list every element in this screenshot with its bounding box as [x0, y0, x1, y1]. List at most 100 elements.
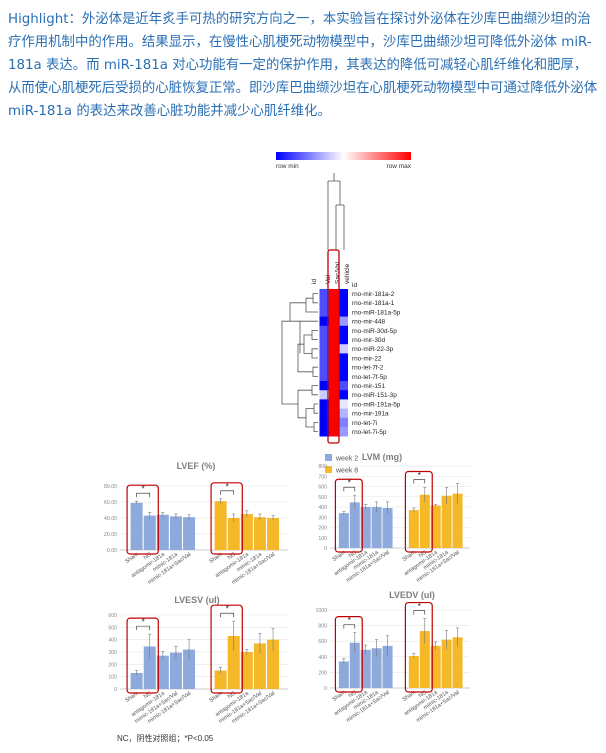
color-scale-bar	[276, 152, 411, 160]
bar	[169, 652, 182, 689]
heatmap-cell	[319, 335, 329, 345]
bar	[143, 646, 156, 689]
column-label-1: Sac/Val	[335, 262, 342, 284]
heatmap-cell	[329, 417, 339, 428]
significance-star: *	[418, 602, 421, 611]
bar	[371, 648, 382, 688]
heatmap-cell	[319, 427, 329, 437]
bar	[338, 513, 349, 548]
heatmap-cell	[319, 325, 329, 336]
significance-box	[126, 617, 159, 694]
heatmap-cell	[319, 298, 329, 308]
significance-bracket	[220, 612, 235, 618]
y-tick-label: 300	[108, 650, 117, 656]
chart-title: LVM (mg)	[362, 452, 402, 462]
bar	[452, 493, 463, 548]
heatmap-cell	[338, 390, 348, 400]
bar	[419, 631, 430, 688]
significance-star: *	[226, 605, 229, 614]
bar	[382, 508, 393, 548]
column-header-id: id	[311, 279, 318, 284]
heatmap-cell	[319, 399, 329, 409]
row-label: rno-mir-22	[352, 355, 382, 362]
heatmap-cell	[319, 390, 329, 400]
bar	[419, 494, 430, 548]
category-label: NC	[348, 690, 358, 700]
legend-swatch	[325, 454, 332, 461]
y-tick-label: 400	[318, 655, 327, 661]
significance-box	[210, 604, 243, 694]
significance-bracket	[343, 486, 356, 492]
heatmap-cell	[319, 371, 329, 382]
row-label: rno-mir-448	[352, 319, 385, 326]
highlight-paragraph: Highlight：外泌体是近年炙手可热的研究方向之一，本实验旨在探讨外泌体在沙…	[8, 12, 598, 119]
heatmap-cell	[319, 381, 329, 391]
significance-box	[126, 484, 159, 555]
heatmap-cell	[329, 289, 339, 299]
heatmap-cell	[329, 399, 339, 409]
heatmap-cell	[329, 344, 339, 354]
heatmap-cell	[338, 353, 348, 363]
category-label: NC	[227, 691, 237, 701]
bar	[156, 514, 169, 550]
y-tick-label: 300	[318, 515, 327, 521]
rows-header-id: id	[352, 282, 357, 289]
row-label: rno-let-7f-2	[352, 365, 384, 372]
heatmap-cell	[329, 408, 339, 419]
heatmap-cell	[338, 381, 348, 391]
heatmap-cell	[338, 427, 348, 437]
significance-box	[404, 601, 433, 693]
significance-bracket	[136, 492, 151, 498]
heatmap-cell	[319, 307, 329, 317]
legend-label: week 8	[335, 468, 358, 475]
bar	[227, 518, 240, 550]
bar	[441, 495, 452, 548]
heatmap-cell	[329, 427, 339, 437]
bar	[130, 502, 143, 550]
significance-box	[210, 482, 243, 555]
bar	[227, 635, 240, 689]
heatmap-cell	[329, 353, 339, 363]
heatmap-cell	[319, 353, 329, 363]
bar	[349, 642, 360, 688]
bar	[408, 510, 419, 548]
y-tick-label: 700	[318, 474, 327, 480]
row-label: rno-let-7f-5p	[352, 374, 387, 381]
heatmap-cell	[338, 316, 348, 327]
bar	[349, 502, 360, 548]
row-label: rno-miR-181a-5p	[352, 309, 401, 316]
category-label: NC	[418, 690, 428, 700]
y-tick-label: 60.00	[104, 500, 117, 506]
column-dendrogram	[327, 173, 345, 250]
bar	[430, 645, 441, 688]
heatmap-cell	[338, 325, 348, 336]
bar	[430, 505, 441, 548]
bar	[371, 507, 382, 548]
y-tick-label: 600	[318, 639, 327, 645]
significance-star: *	[226, 482, 229, 491]
row-label: rno-miR-151-3p	[352, 392, 397, 399]
heatmap-cell	[338, 362, 348, 373]
bar	[130, 672, 143, 689]
significance-star: *	[142, 618, 145, 627]
significance-bracket	[413, 610, 426, 615]
y-tick-label: 100	[108, 675, 117, 681]
bar	[240, 514, 253, 550]
bar	[452, 637, 463, 688]
legend-label: week 2	[335, 456, 358, 463]
y-tick-label: 800	[318, 624, 327, 630]
bar	[183, 517, 196, 550]
y-tick-label: 200	[108, 662, 117, 668]
y-tick-label: 40.00	[104, 516, 117, 522]
heatmap-cell	[319, 417, 329, 428]
y-tick-label: 500	[108, 625, 117, 631]
significance-star: *	[418, 471, 421, 480]
y-tick-label: 200	[318, 526, 327, 532]
y-tick-label: 800	[318, 464, 327, 470]
sacval-highlight-box	[327, 249, 340, 444]
row-label: rno-miR-191a-5p	[352, 401, 401, 408]
row-label: rno-mir-151	[352, 383, 385, 390]
y-tick-label: 600	[318, 485, 327, 491]
